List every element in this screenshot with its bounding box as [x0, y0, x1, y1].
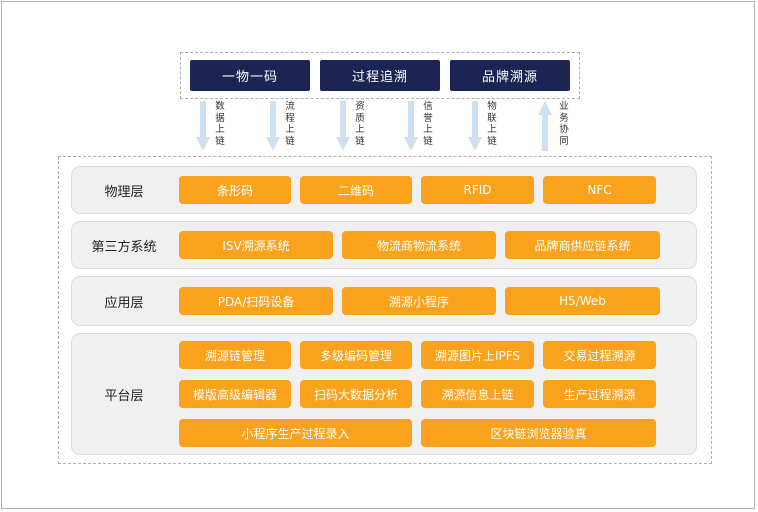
layer-item: 区块链浏览器验真 — [421, 419, 656, 447]
layer-item: NFC — [543, 176, 656, 204]
layer-application: 应用层 PDA/扫码设备 溯源小程序 H5/Web — [71, 276, 697, 326]
layer-item: 模版高级编辑器 — [179, 380, 291, 408]
flow-label: 信誉上链 — [423, 101, 433, 147]
top-capabilities-box: 一物一码 过程追溯 品牌溯源 — [180, 52, 580, 99]
layer-item: 溯源链管理 — [179, 341, 291, 369]
layer-physical: 物理层 条形码 二维码 RFID NFC — [71, 166, 697, 214]
layer-title: 平台层 — [104, 388, 144, 404]
layer-item: 溯源小程序 — [342, 287, 496, 315]
flow-label: 业务协同 — [559, 101, 569, 147]
down-arrow-icon — [336, 101, 350, 151]
layer-item: 交易过程溯源 — [543, 341, 656, 369]
up-arrow-icon — [538, 101, 552, 151]
flow-label: 数据上链 — [215, 101, 225, 147]
down-arrow-icon — [266, 101, 280, 151]
flow-label: 流程上链 — [285, 101, 295, 147]
top-item-brand-trace: 品牌溯源 — [450, 60, 570, 91]
layer-item: 扫码大数据分析 — [300, 380, 412, 408]
layer-item: 品牌商供应链系统 — [505, 231, 660, 259]
layer-item: RFID — [421, 176, 534, 204]
top-item-label: 一物一码 — [221, 70, 278, 85]
layer-item: PDA/扫码设备 — [179, 287, 333, 315]
down-arrow-icon — [404, 101, 418, 151]
layer-item: 溯源信息上链 — [421, 380, 534, 408]
top-item-process-trace: 过程追溯 — [320, 60, 440, 91]
layer-item: 二维码 — [300, 176, 412, 204]
layer-item: 多级编码管理 — [300, 341, 412, 369]
layer-title: 第三方系统 — [91, 239, 157, 255]
layer-title: 物理层 — [104, 184, 144, 200]
layer-item: ISV溯源系统 — [179, 231, 333, 259]
layer-item: 条形码 — [179, 176, 291, 204]
layer-item: 溯源图片上IPFS — [421, 341, 534, 369]
layer-item: 小程序生产过程录入 — [179, 419, 412, 447]
flow-label: 资质上链 — [355, 101, 365, 147]
layer-third-party: 第三方系统 ISV溯源系统 物流商物流系统 品牌商供应链系统 — [71, 221, 697, 269]
top-item-label: 品牌溯源 — [481, 70, 538, 85]
architecture-box: 物理层 条形码 二维码 RFID NFC 第三方系统 ISV溯源系统 物流商物流… — [58, 156, 712, 464]
top-item-one-code: 一物一码 — [190, 60, 310, 91]
layer-title: 应用层 — [104, 295, 144, 311]
top-item-label: 过程追溯 — [351, 70, 408, 85]
down-arrow-icon — [196, 101, 210, 151]
down-arrow-icon — [468, 101, 482, 151]
layer-item: 物流商物流系统 — [342, 231, 496, 259]
layer-item: H5/Web — [505, 287, 660, 315]
flow-label: 物联上链 — [487, 101, 497, 147]
layer-platform: 平台层 溯源链管理 多级编码管理 溯源图片上IPFS 交易过程溯源 模版高级编辑… — [71, 333, 697, 455]
layer-item: 生产过程溯源 — [543, 380, 656, 408]
